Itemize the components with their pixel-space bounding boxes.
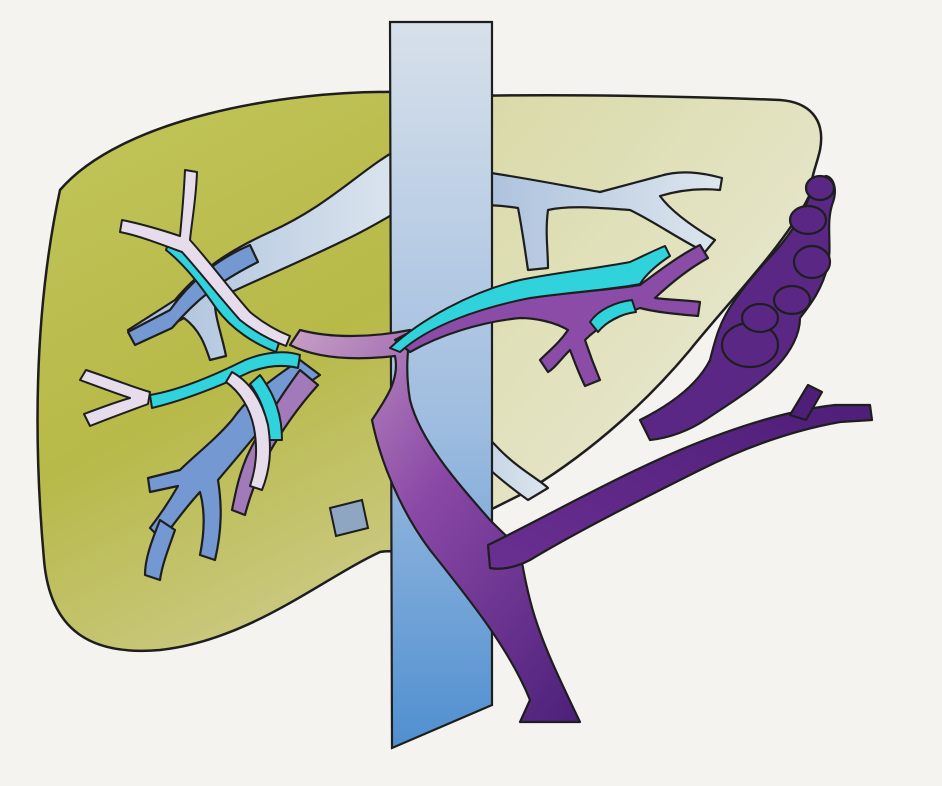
liver-vascular-diagram — [0, 0, 942, 786]
diagram-canvas — [0, 0, 942, 786]
